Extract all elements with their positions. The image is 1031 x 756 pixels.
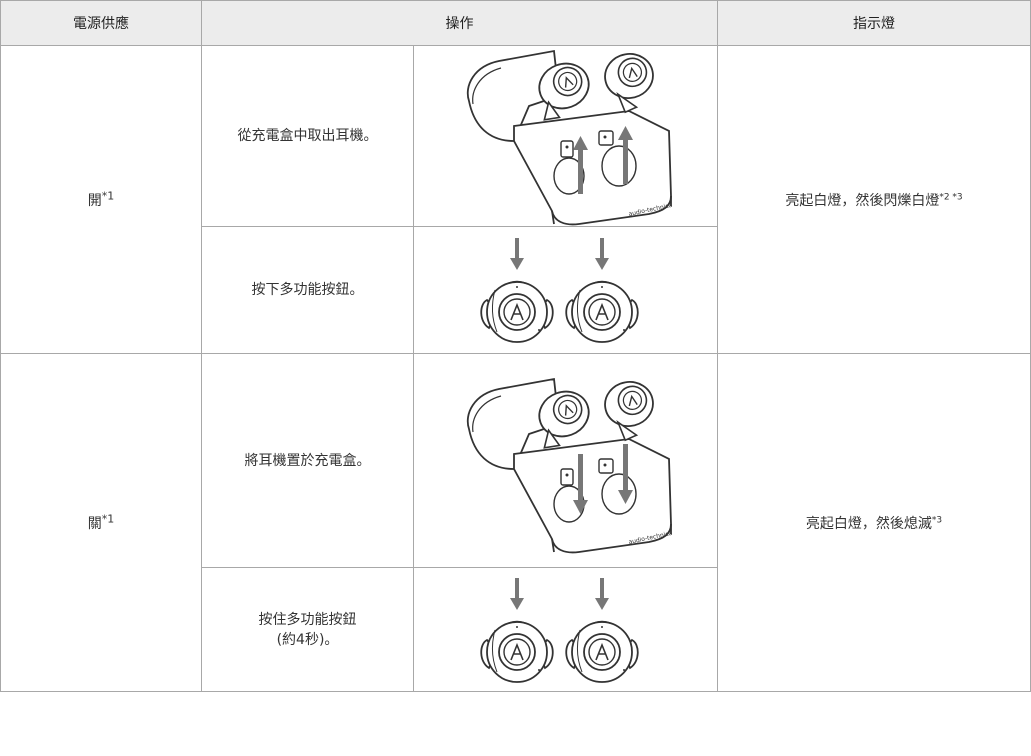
power-table: 電源供應 操作 指示燈 開*1 從充電盒中取出耳機。: [0, 0, 1031, 692]
illustration-hold-button: [413, 567, 718, 692]
header-row: 電源供應 操作 指示燈: [0, 0, 1031, 46]
action-hold-text: 按住多功能按鈕 (約4秒)。: [201, 567, 414, 692]
power-off-note: *1: [101, 511, 115, 525]
illustration-place-in-case: [413, 353, 718, 568]
action-press-text: 按下多功能按鈕。: [201, 226, 414, 354]
press-buttons-on-earbuds-image: [479, 238, 639, 343]
power-on-label: 開: [87, 192, 102, 209]
action-hold-label: 按住多功能按鈕: [258, 611, 357, 628]
header-indicator: 指示燈: [717, 0, 1031, 46]
table-row-off-2: 按住多功能按鈕 (約4秒)。: [1, 567, 1031, 692]
power-on-cell: 開*1: [0, 45, 202, 354]
indicator-on-cell: 亮起白燈，然後閃爍白燈*2 *3: [717, 45, 1031, 354]
action-place-text: 將耳機置於充電盒。: [201, 353, 414, 568]
action-press-label: 按下多功能按鈕。: [251, 282, 364, 298]
table-row-off-1: 關*1 將耳機置於充電盒。 亮起白燈，然後熄滅*3: [0, 353, 1031, 692]
header-power: 電源供應: [0, 0, 202, 46]
action-remove-label: 從充電盒中取出耳機。: [237, 128, 378, 144]
illustration-press-button: [413, 226, 718, 354]
power-off-cell: 關*1: [0, 353, 202, 692]
table-row-on-2: 按下多功能按鈕。: [1, 226, 1031, 354]
indicator-on-note: *2 *3: [939, 191, 963, 202]
indicator-off-note: *3: [931, 514, 943, 525]
power-on-note: *1: [101, 188, 115, 202]
power-off-label: 關: [87, 515, 102, 532]
indicator-on-label: 亮起白燈，然後閃爍白燈: [785, 192, 940, 209]
header-operation: 操作: [201, 0, 718, 46]
indicator-off-label: 亮起白燈，然後熄滅: [805, 515, 932, 532]
action-hold-duration: (約4秒)。: [276, 631, 339, 648]
action-remove-text: 從充電盒中取出耳機。: [201, 45, 414, 227]
earbuds-removed-from-case-image: [466, 49, 674, 226]
earbuds-placed-in-case-image: [466, 376, 674, 553]
table-row-on-1: 開*1 從充電盒中取出耳機。 亮起白燈，然後閃爍白燈*2 *3: [0, 45, 1031, 354]
illustration-remove-from-case: [413, 45, 718, 227]
indicator-off-cell: 亮起白燈，然後熄滅*3: [717, 353, 1031, 692]
action-place-label: 將耳機置於充電盒。: [244, 452, 371, 469]
hold-buttons-on-earbuds-image: [479, 577, 639, 683]
